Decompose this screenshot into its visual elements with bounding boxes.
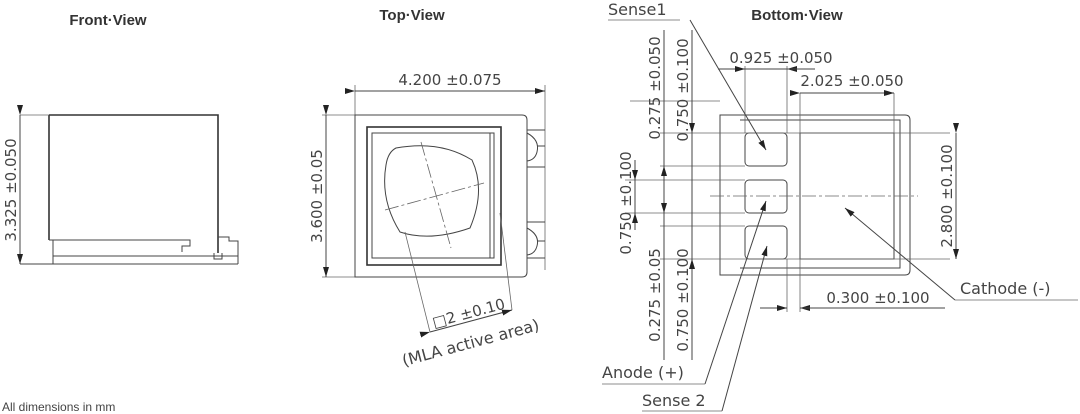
bottom-view-body	[710, 114, 918, 276]
top-width-label: 4.200 ±0.075	[398, 71, 501, 89]
pad-anode	[744, 179, 788, 214]
dim-bottom-offset: 0.275 ±0.05	[646, 248, 664, 342]
dim-cathode-width: 2.025 ±0.050	[800, 72, 903, 90]
bottom-view: Bottom·View	[602, 0, 1078, 412]
bottom-view-title: Bottom·View	[751, 7, 843, 24]
bottom-left-dimensions: 0.275 ±0.050 0.750 ±0.100 0.750 ±0.100 0…	[617, 30, 695, 360]
dim-pad-width: 0.925 ±0.050	[729, 49, 832, 67]
dim-mid-pad: 0.750 ±0.100	[617, 151, 635, 254]
front-view-body	[20, 114, 239, 265]
front-view: Front·View 3.325 ±0.050	[2, 12, 239, 265]
bottom-gap-dimension: 0.300 ±0.100	[760, 259, 945, 312]
pad-sense2	[744, 225, 788, 260]
bottom-right-dimension: 2.800 ±0.100	[938, 123, 959, 259]
dim-top-offset: 0.275 ±0.050	[646, 36, 664, 139]
pin-callouts: Sense1 Anode (+) Sense 2 Cathode (-)	[602, 0, 1078, 412]
top-height-dimension: 3.600 ±0.05	[308, 105, 355, 278]
pin-label-sense1: Sense1	[608, 0, 667, 19]
dim-bottom-pad: 0.750 ±0.100	[674, 248, 692, 351]
front-view-title: Front·View	[69, 12, 147, 29]
units-note: All dimensions in mm	[2, 400, 115, 414]
front-height-dimension: 3.325 ±0.050	[2, 105, 23, 264]
bottom-top-dimensions: 0.925 ±0.050 2.025 ±0.050	[718, 49, 904, 133]
top-view-body	[354, 114, 545, 278]
pin-label-anode: Anode (+)	[602, 363, 684, 382]
bottom-extension-lines	[625, 100, 950, 260]
pin-label-sense2: Sense 2	[642, 391, 706, 410]
dim-cathode-height: 2.800 ±0.100	[938, 144, 956, 247]
mla-dimension: □2 ±0.10 (MLA active area)	[400, 212, 541, 370]
top-height-label: 3.600 ±0.05	[308, 149, 326, 243]
pin-label-cathode: Cathode (-)	[960, 279, 1051, 298]
top-view: Top·View 4.200 ±0.075 3.600 ±0.05	[308, 7, 546, 370]
mla-note-label: (MLA active area)	[400, 315, 541, 370]
front-height-label: 3.325 ±0.050	[2, 138, 20, 241]
top-width-dimension: 4.200 ±0.075	[345, 71, 546, 270]
top-view-title: Top·View	[379, 7, 445, 24]
dim-gap: 0.300 ±0.100	[826, 289, 929, 307]
dim-top-pad: 0.750 ±0.100	[674, 38, 692, 141]
